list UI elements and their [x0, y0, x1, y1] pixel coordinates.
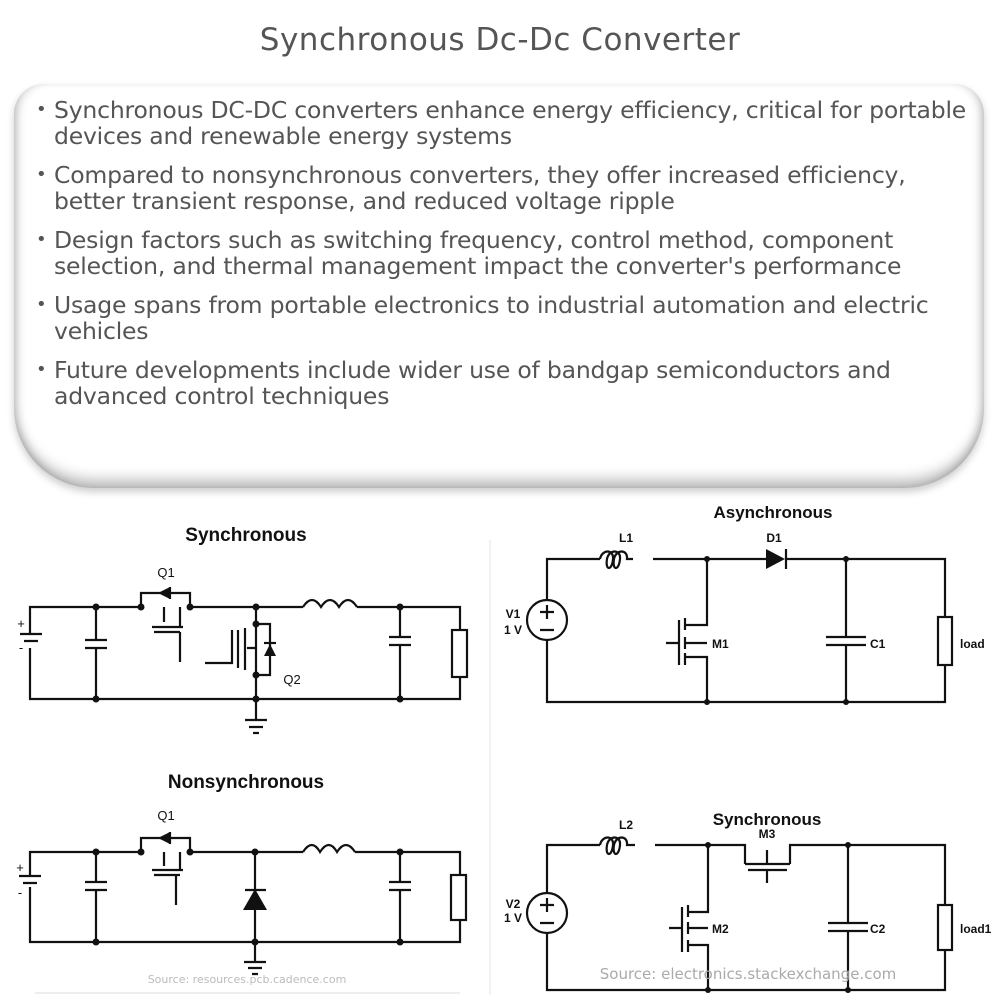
inductor-icon — [302, 598, 358, 610]
inductor-icon — [598, 550, 633, 570]
bullet-item: Synchronous DC-DC converters enhance ene… — [34, 97, 979, 149]
diode-icon — [766, 549, 785, 569]
q1-label: Q1 — [157, 808, 174, 823]
battery-icon — [20, 632, 42, 643]
summary-card — [14, 84, 984, 488]
d1-label: D1 — [766, 531, 782, 545]
mosfet-q2-icon — [205, 607, 272, 699]
sync-buck-circuit: Synchronous Q1 Q2 + - — [17, 525, 469, 735]
nonsync-buck-circuit: Nonsynchronous Q1 + - Source: resources.… — [16, 772, 468, 994]
minus-label: - — [19, 640, 23, 655]
bullet-item: Future developments include wider use of… — [34, 357, 979, 409]
capacitor-icon — [389, 607, 411, 699]
diagram-title: Synchronous — [185, 525, 306, 546]
resistor-icon — [936, 615, 954, 667]
bullet-item: Design factors such as switching frequen… — [34, 227, 979, 279]
source-credit: Source: electronics.stackexchange.com — [600, 965, 896, 983]
minus-label: - — [18, 885, 22, 900]
m1-label: M1 — [712, 637, 729, 651]
ground-icon — [245, 699, 267, 735]
v1-label: V1 — [506, 607, 521, 621]
mosfet-m2-icon — [669, 845, 710, 990]
diagram-title: Synchronous — [713, 810, 822, 829]
v2-value: 1 V — [504, 911, 522, 925]
page-title: Synchronous Dc-Dc Converter — [259, 22, 741, 58]
c1-label: C1 — [870, 637, 886, 651]
load-label: load — [960, 637, 985, 651]
v1-value: 1 V — [504, 623, 522, 637]
async-boost-circuit: Asynchronous L1 D1 V1 1 V M1 C1 load — [504, 503, 985, 705]
plus-label: + — [17, 616, 25, 631]
c2-label: C2 — [870, 922, 886, 936]
resistor-icon — [450, 628, 469, 679]
l1-label: L1 — [619, 531, 633, 545]
plus-label: + — [16, 860, 24, 875]
m2-label: M2 — [712, 922, 729, 936]
diode-icon — [243, 889, 267, 910]
voltage-source-icon — [525, 598, 569, 642]
diagram-title: Nonsynchronous — [168, 772, 324, 793]
capacitor-icon — [826, 559, 866, 702]
bullet-item: Usage spans from portable electronics to… — [34, 292, 979, 344]
v2-label: V2 — [506, 897, 521, 911]
bullet-list: Synchronous DC-DC converters enhance ene… — [34, 97, 979, 422]
l2-label: L2 — [619, 818, 633, 832]
mosfet-q1-icon — [139, 591, 192, 662]
mosfet-m3-icon — [745, 850, 790, 883]
diagram-title: Asynchronous — [713, 503, 832, 522]
load1-label: load1 — [960, 922, 992, 936]
sync-boost-circuit: Synchronous L2 M3 V2 1 V M2 C2 load1 Sou… — [504, 810, 992, 993]
mosfet-m1-icon — [666, 559, 709, 702]
capacitor-icon — [85, 607, 107, 699]
source-credit: Source: resources.pcb.cadence.com — [148, 973, 347, 986]
m3-label: M3 — [759, 827, 776, 841]
q1-label: Q1 — [157, 565, 174, 580]
bullet-item: Compared to nonsynchronous converters, t… — [34, 162, 979, 214]
q2-label: Q2 — [283, 672, 300, 687]
